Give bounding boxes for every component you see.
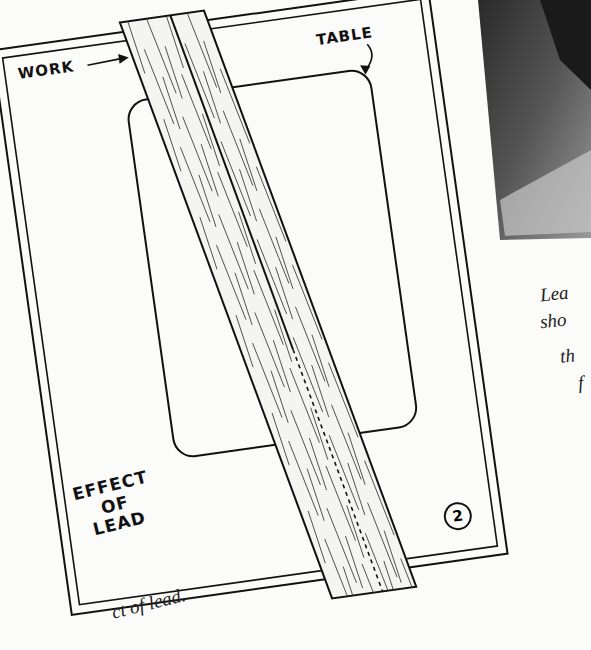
grain-line [218,170,248,250]
cut-projection [293,342,383,599]
grain-line [255,310,285,390]
text-fragment: th [559,344,576,367]
grain-line [308,510,325,565]
grain-line [309,437,326,492]
grain-line [220,66,250,146]
grain-line [236,314,253,369]
text-fragment: sho [539,309,568,334]
grain-line [326,463,356,543]
grain-line [331,402,361,482]
grain-line [293,335,323,415]
table-arrow [357,44,374,76]
figure-art [0,0,508,615]
grain-line [365,458,395,538]
grain-line [187,10,217,90]
grain-line [164,118,181,173]
grain-line [147,16,177,96]
cut-line [170,5,293,360]
grain-line [348,431,365,486]
grain-line [165,45,182,100]
grain-line [365,531,395,611]
grain-line [201,143,218,198]
text-fragment: f [577,372,585,394]
grain-line [292,262,322,342]
grain-line [223,108,253,188]
grain-line [183,114,213,194]
grain-line [276,235,293,290]
grain-line [200,216,217,271]
work-strip [120,0,430,650]
grain-line [329,360,359,440]
grain-line [327,506,357,586]
work-outline [120,0,416,617]
grain-line [384,560,401,615]
grain-line [384,529,401,584]
grain-line [273,339,290,394]
grain-line [311,406,328,461]
grain-line [345,535,362,590]
grain-line [204,40,221,95]
grain-line [240,168,257,223]
wood-grain [128,0,430,650]
grain-line [259,206,289,286]
figure-frame: WORKTABLEEFFECT OF LEAD2 [0,0,508,615]
grain-line [401,556,431,636]
grain-line [295,304,325,384]
grain-line [275,308,292,363]
grain-line [312,364,329,419]
grain-line [348,462,365,517]
grain-line [203,70,220,125]
photo-shadow [540,0,591,90]
grain-line [291,408,321,488]
callout-number: 2 [451,507,464,526]
grain-line [276,266,293,321]
grain-line [368,500,398,580]
grain-line [185,41,215,121]
grain-line [221,139,251,219]
grain-line [347,504,364,559]
grain-line [240,137,257,192]
photo-area [478,0,591,240]
grain-line [290,365,320,445]
grain-line [254,268,284,348]
grain-line [272,412,289,467]
grain-line [329,433,359,513]
photo-highlight [500,150,591,236]
grain-line [312,333,329,388]
grain-line [237,241,254,296]
work-arrow [87,53,130,69]
text-fragment: Lea [539,282,570,307]
grain-line [128,20,145,75]
grain-line [257,237,287,317]
grain-line [256,164,286,244]
grain-line [362,561,392,641]
grain-line [219,212,249,292]
